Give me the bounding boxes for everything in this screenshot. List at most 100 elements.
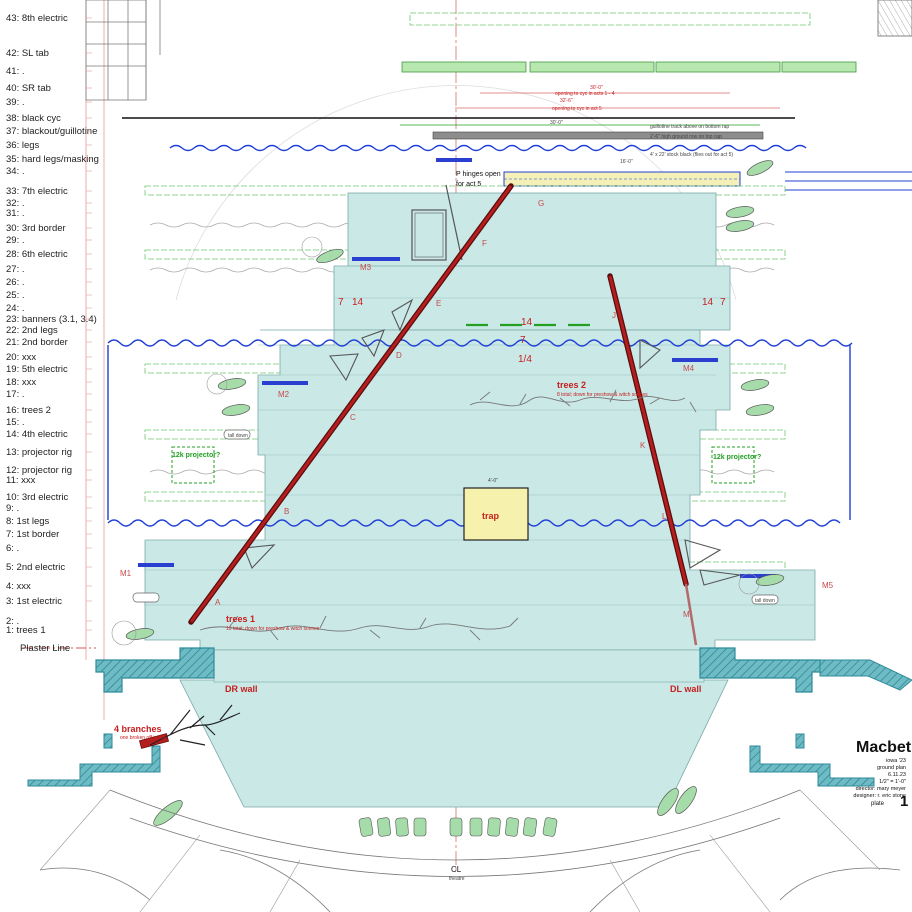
audience-seats (358, 817, 558, 837)
line-set-label: 24: . (6, 303, 25, 314)
house-right-wall (749, 745, 875, 787)
mask-label-m1: M1 (120, 569, 132, 578)
trap-label: trap (482, 511, 500, 521)
building-structure-top-left (85, 0, 161, 101)
title-line-4: 1/2" = 1'-0" (879, 779, 906, 785)
title-line-2: ground plan (877, 765, 906, 771)
line-set-label: 22: 2nd legs (6, 325, 58, 336)
segment-a: A (215, 598, 221, 607)
line-set-label: 42: SL tab (6, 48, 49, 59)
line-set-label: 10: 3rd electric (6, 492, 69, 503)
dim-32-6: 32'-6" (560, 98, 573, 104)
segment-b: B (284, 507, 289, 516)
tall-stool-props (132, 429, 779, 605)
pillar-left (103, 733, 113, 749)
stage-num-7-center: 7 (520, 335, 526, 346)
ground-row (432, 131, 764, 140)
line-set-label: 41: . (6, 66, 25, 77)
apron-top (213, 649, 705, 683)
line-set-label: 17: . (6, 389, 25, 400)
line-set-label: 12: projector rig (6, 465, 72, 476)
stage-num-14-right: 14 (702, 297, 714, 308)
projector-left-box (171, 446, 215, 484)
trap-box (463, 487, 529, 541)
line-set-label: 25: . (6, 290, 25, 301)
line-set-label: 35: hard legs/masking (6, 154, 99, 165)
line-set-label: 3: 1st electric (6, 596, 62, 607)
line-set-label: Plaster Line (20, 643, 70, 654)
line-set-label: 36: legs (6, 140, 40, 151)
trees-1-note: 10 total; down for preshow & witch scene… (226, 626, 320, 632)
swing-arcs (111, 236, 760, 646)
line-set-label: 40: SR tab (6, 83, 51, 94)
title-line-5: director: mary meyer (856, 786, 907, 792)
masking-bars (138, 257, 776, 578)
line-set-label: 37: blackout/guillotine (6, 126, 97, 137)
title-line-1: iowa '23 (886, 758, 906, 764)
mask-label-m2: M2 (278, 390, 290, 399)
house-radial-lines (39, 789, 881, 912)
plate-number: 1 (900, 793, 908, 810)
line-set-label: 2: . (6, 616, 19, 627)
dl-proscenium-wall (699, 647, 821, 693)
top-dimensions (455, 92, 780, 109)
line-set-label: 43: 8th electric (6, 13, 68, 24)
segment-j: J (612, 311, 616, 320)
plate-label: plate (871, 801, 885, 807)
rake-brackets-left (243, 298, 414, 569)
segment-l: L (662, 512, 667, 521)
stage-num-7-left: 7 (338, 297, 344, 308)
four-branches (149, 704, 241, 746)
line-set-label: 19: 5th electric (6, 364, 68, 375)
line-set-label: 39: . (6, 97, 25, 108)
line-set-label: 27: . (6, 264, 25, 275)
p-hinges-label: P hinges open (456, 171, 501, 178)
line-set-labels: 43: 8th electric 42: SL tab 41: . 40: SR ta… (6, 13, 99, 654)
line-set-label: 13: projector rig (6, 447, 72, 458)
segment-c: C (350, 413, 356, 422)
segment-d: D (396, 351, 402, 360)
opening-note-5: opening to cyc in act 5 (552, 106, 602, 112)
tall-down-left: tall down (228, 433, 248, 439)
line-set-label: 11: xxx (6, 475, 36, 486)
dim-16-0: 16'-0" (620, 159, 633, 165)
dl-wall-extension (819, 659, 912, 691)
dim-30-0-b: 30'-0" (550, 120, 563, 126)
opening-note-top: opening to cyc in acts 1 - 4 (555, 91, 615, 97)
rake-brackets-right (639, 339, 741, 586)
blue-marker (436, 158, 472, 162)
tall-down-right: tall down (755, 598, 775, 604)
ground-row-note: 2'-6" high ground row on top cap (650, 134, 722, 140)
right-masking (785, 171, 912, 191)
segment-k: K (640, 441, 646, 450)
line-set-label: 33: 7th electric (6, 186, 68, 197)
mask-label-m4: M4 (683, 364, 695, 373)
trees-1-label: trees 1 (226, 614, 255, 624)
mask-label-m5: M5 (822, 581, 834, 590)
stage-num-14-mid: 14 (521, 317, 533, 328)
house-left-wall (27, 745, 161, 787)
title-macbeth: Macbeth (856, 739, 912, 756)
center-line-sub: theatre (449, 876, 465, 882)
trees-2-note: 8 total; down for preshow & witch scenes (557, 392, 648, 398)
pipe-8th-electric (409, 12, 811, 26)
dim-30-0: 30'-0" (590, 85, 603, 91)
building-pillar-top-right (877, 0, 912, 37)
for-act5-label: for act 5 (456, 181, 481, 188)
line-set-label: 28: 6th electric (6, 249, 68, 260)
line-set-label: 8: 1st legs (6, 516, 50, 527)
apron-deck (179, 679, 729, 808)
door-frame-upper (411, 184, 463, 261)
mask-label-m3: M3 (360, 263, 372, 272)
rake-rail-left (188, 183, 514, 625)
line-set-label: 14: 4th electric (6, 429, 68, 440)
line-set-label: 31: . (6, 208, 25, 219)
line-set-label: 26: . (6, 277, 25, 288)
line-set-label: 18: xxx (6, 377, 36, 388)
line-set-label: 4: xxx (6, 581, 31, 592)
pillar-right (795, 733, 805, 749)
rake-rail-right (607, 273, 698, 646)
branches-note: one broken off in 3.3 (120, 735, 166, 741)
